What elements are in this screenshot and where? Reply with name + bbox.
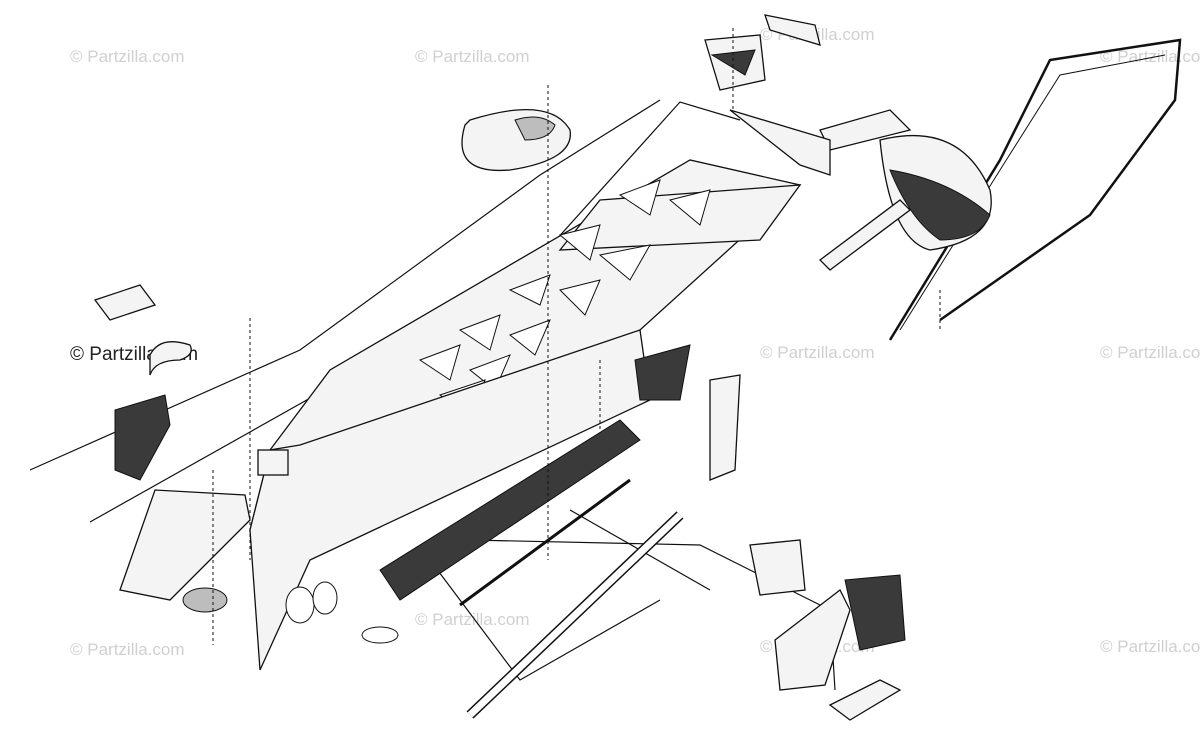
- ecu-module: [257, 449, 289, 476]
- rear-crossbar: [819, 199, 911, 271]
- side-mount-bracket: [634, 344, 691, 401]
- watermark: © Partzilla.com: [1100, 637, 1200, 656]
- watermark: © Partzilla.com: [415, 47, 530, 66]
- watermark: © Partzilla.com: [1100, 47, 1200, 66]
- rear-rail: [729, 109, 831, 176]
- front-foot-pad: [182, 587, 228, 613]
- side-vent: [844, 574, 906, 651]
- rear-foot-pad: [828, 679, 902, 721]
- snow-flap-ribs: [889, 169, 991, 241]
- running-board-tube: [466, 511, 684, 719]
- rear-lower-parts: [634, 344, 906, 721]
- seat-assembly: [461, 109, 571, 172]
- tunnel-cutouts: [418, 179, 711, 416]
- side-panel-bracket: [749, 539, 806, 596]
- dashed-leaders: [212, 28, 941, 645]
- tunnel-assembly: [249, 159, 802, 671]
- step-plate: [774, 589, 851, 691]
- tunnel-side-cutouts: [285, 581, 399, 644]
- rear-bracket-top: [704, 14, 831, 176]
- side-strap: [709, 374, 741, 481]
- tunnel-side-ribs: [379, 419, 641, 601]
- snow-flap-assembly: [819, 109, 992, 271]
- front-skid-plate: [114, 394, 171, 481]
- front-left-parts: [93, 284, 289, 613]
- front-handle: [149, 341, 192, 376]
- seat-insert: [514, 116, 556, 141]
- seat-pad: [461, 109, 571, 172]
- watermark: © Partzilla.com: [760, 343, 875, 362]
- front-bracket: [119, 489, 251, 601]
- bumper-cap: [93, 284, 157, 321]
- rear-handle-cap: [764, 14, 821, 46]
- watermark: © Partzilla.com: [70, 640, 185, 659]
- watermark: © Partzilla.com: [415, 610, 530, 629]
- lower-rail: [459, 478, 631, 607]
- rear-bumper: [888, 38, 1182, 341]
- watermark: © Partzilla.com: [1100, 343, 1200, 362]
- watermark: © Partzilla.com: [70, 47, 185, 66]
